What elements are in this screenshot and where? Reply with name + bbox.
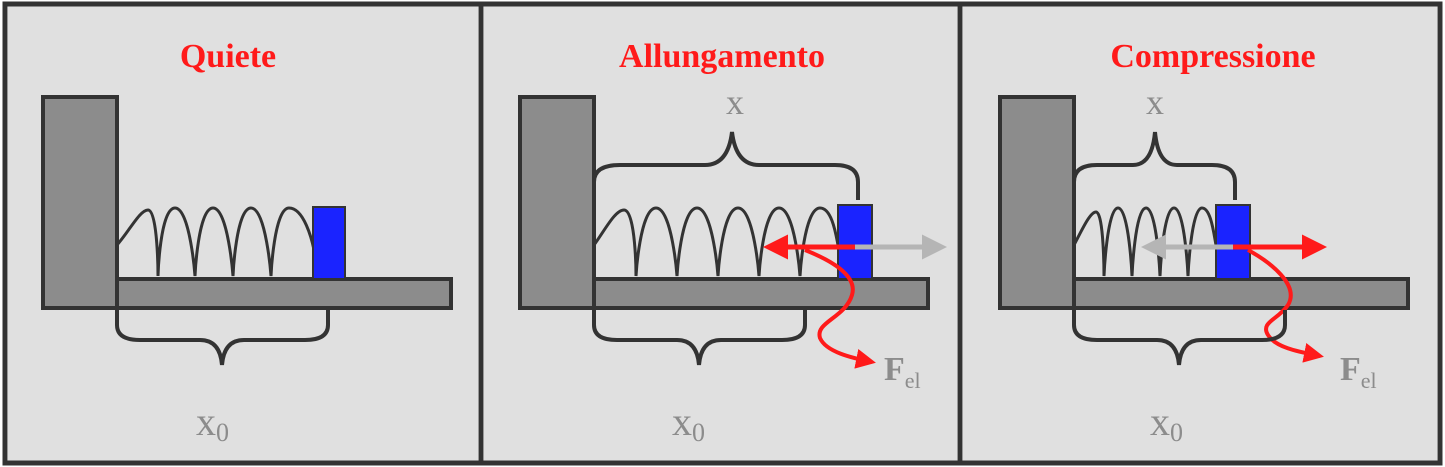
- wall: [998, 95, 1076, 310]
- x-brace: [592, 131, 860, 200]
- force-label: Fel: [884, 351, 921, 393]
- panel-title: Allungamento: [619, 38, 825, 75]
- force-pointer: [804, 248, 876, 369]
- x0-label: x0: [672, 399, 705, 447]
- x-brace: [1072, 131, 1237, 200]
- panel-title: Compressione: [1110, 38, 1315, 75]
- block: [837, 204, 873, 280]
- panel-compressione: Compressione x x0 Fel: [998, 38, 1410, 447]
- force-label: Fel: [1340, 351, 1377, 393]
- panel-quiete: Quiete x0: [41, 38, 453, 447]
- x0-label: x0: [1150, 399, 1183, 447]
- spring: [592, 206, 840, 277]
- force-pointer: [1247, 248, 1324, 363]
- spring: [1072, 206, 1218, 277]
- x-label: x: [1146, 82, 1164, 122]
- x0-brace: [1072, 310, 1287, 366]
- x0-brace: [115, 310, 330, 366]
- x0-label: x0: [196, 399, 229, 447]
- wall: [41, 95, 119, 310]
- floor: [115, 277, 453, 310]
- wall: [518, 95, 596, 310]
- panel-title: Quiete: [180, 38, 276, 75]
- spring: [115, 206, 316, 277]
- x-label: x: [726, 82, 744, 122]
- floor: [1072, 277, 1410, 310]
- x0-brace: [592, 310, 807, 366]
- block: [1215, 204, 1251, 280]
- floor: [592, 277, 930, 310]
- panel-allungamento: Allungamento x x0 Fel: [518, 38, 947, 447]
- block: [312, 206, 346, 280]
